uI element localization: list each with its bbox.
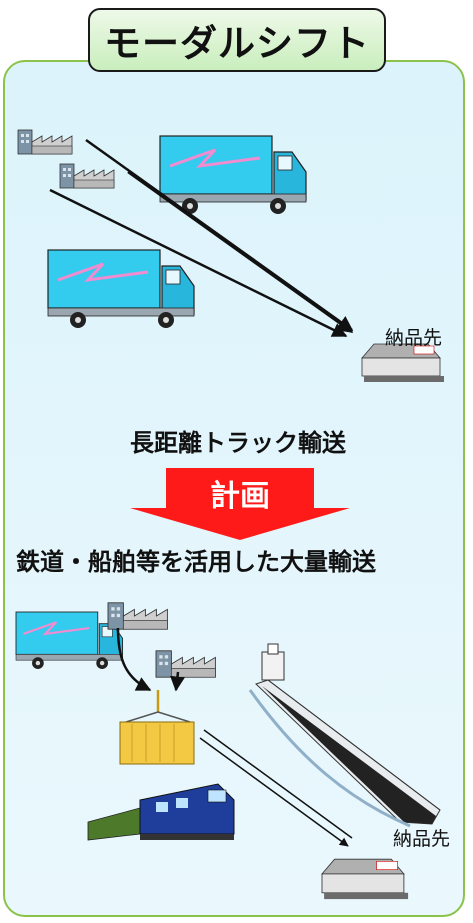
after-label: 鉄道・船舶等を活用した大量輸送 xyxy=(16,548,376,576)
page-title: モーダルシフト xyxy=(88,8,386,72)
factory-icon xyxy=(17,129,73,155)
truck-icon xyxy=(46,248,196,330)
truck-icon xyxy=(14,610,124,671)
container-icon xyxy=(119,721,195,765)
plan-label: 計画 xyxy=(210,479,270,514)
before-label: 長距離トラック輸送 xyxy=(130,429,346,457)
ship-icon xyxy=(248,643,441,828)
delivery-destination-label: 納品先 xyxy=(385,327,443,349)
delivery-destination-label: 納品先 xyxy=(393,828,451,850)
crane-hook-icon xyxy=(125,690,191,723)
factory-icon xyxy=(107,602,168,630)
factory-icon xyxy=(155,650,216,678)
plan-arrow-icon xyxy=(130,468,350,540)
train-icon xyxy=(87,783,235,841)
factory-icon xyxy=(59,163,115,189)
truck-icon xyxy=(158,134,308,216)
warehouse-icon xyxy=(321,858,409,900)
